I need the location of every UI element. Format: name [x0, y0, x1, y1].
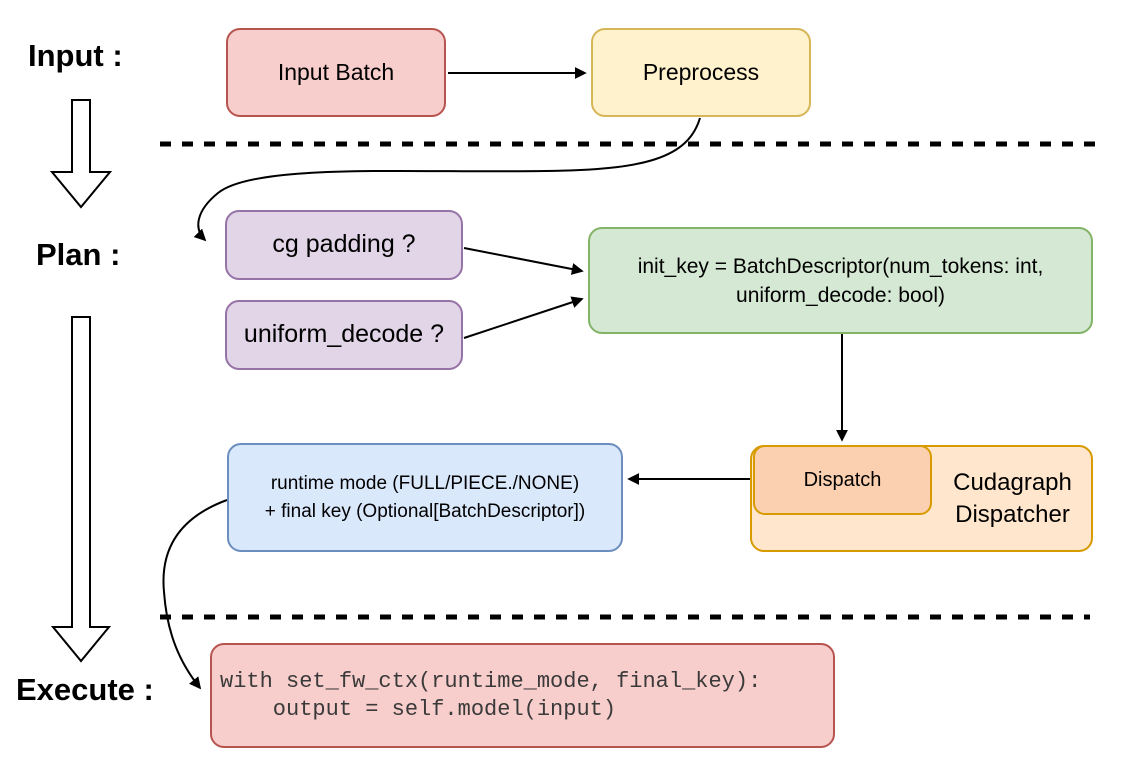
node-runtime-result-line1: runtime mode (FULL/PIECE./NONE): [270, 472, 580, 494]
execute-code-line1: with set_fw_ctx(runtime_mode, final_key)…: [220, 668, 762, 694]
input-stage-down-arrow-icon: [49, 99, 113, 209]
arrow-uniform-decode-to-init-key: [463, 296, 584, 339]
node-init-key: init_key = BatchDescriptor(num_tokens: i…: [588, 227, 1093, 334]
execute-code-line2: output = self.model(input): [220, 696, 617, 722]
plan-stage-down-arrow-icon: [50, 316, 112, 663]
arrow-cg-padding-to-init-key: [463, 247, 584, 275]
node-preprocess: Preprocess: [591, 28, 811, 117]
node-preprocess-label: Preprocess: [642, 59, 760, 86]
node-init-key-line2: uniform_decode: bool): [736, 283, 945, 307]
node-uniform-decode-label: uniform_decode ?: [243, 320, 445, 349]
stage-label-input: Input :: [28, 38, 123, 73]
node-dispatch: Dispatch: [753, 445, 932, 515]
stage-label-plan: Plan :: [36, 237, 121, 272]
node-cg-padding-label: cg padding ?: [272, 230, 416, 259]
node-input-batch-label: Input Batch: [277, 59, 395, 86]
node-input-batch: Input Batch: [226, 28, 446, 117]
node-cg-padding: cg padding ?: [225, 210, 463, 280]
node-cudagraph-dispatcher-label: Cudagraph Dispatcher: [953, 468, 1072, 528]
node-dispatch-label: Dispatch: [803, 468, 882, 491]
node-init-key-line1: init_key = BatchDescriptor(num_tokens: i…: [637, 254, 1044, 278]
node-runtime-result-line2: + final key (Optional[BatchDescriptor]): [264, 500, 586, 522]
node-execute-code: with set_fw_ctx(runtime_mode, final_key)…: [210, 643, 835, 748]
node-runtime-result: runtime mode (FULL/PIECE./NONE) + final …: [227, 443, 623, 552]
stage-label-execute: Execute :: [16, 672, 154, 707]
node-uniform-decode: uniform_decode ?: [225, 300, 463, 370]
